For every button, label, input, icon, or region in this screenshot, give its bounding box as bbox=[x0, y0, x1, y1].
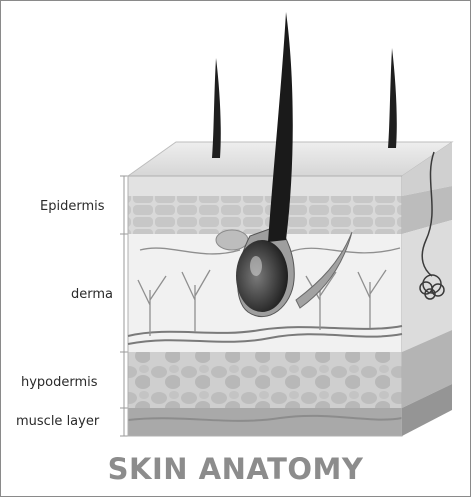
hair-shaft-right bbox=[388, 48, 397, 148]
diagram-title: SKIN ANATOMY bbox=[0, 452, 471, 486]
hair-shaft-main bbox=[268, 12, 293, 242]
label-hypodermis: hypodermis bbox=[21, 375, 98, 390]
label-derma: derma bbox=[71, 287, 113, 302]
layer-bracket-line bbox=[120, 176, 128, 436]
sebaceous-gland bbox=[216, 230, 248, 250]
label-epidermis: Epidermis bbox=[40, 199, 105, 214]
hair-shaft-left bbox=[212, 58, 221, 158]
label-muscle-layer: muscle layer bbox=[16, 414, 99, 429]
